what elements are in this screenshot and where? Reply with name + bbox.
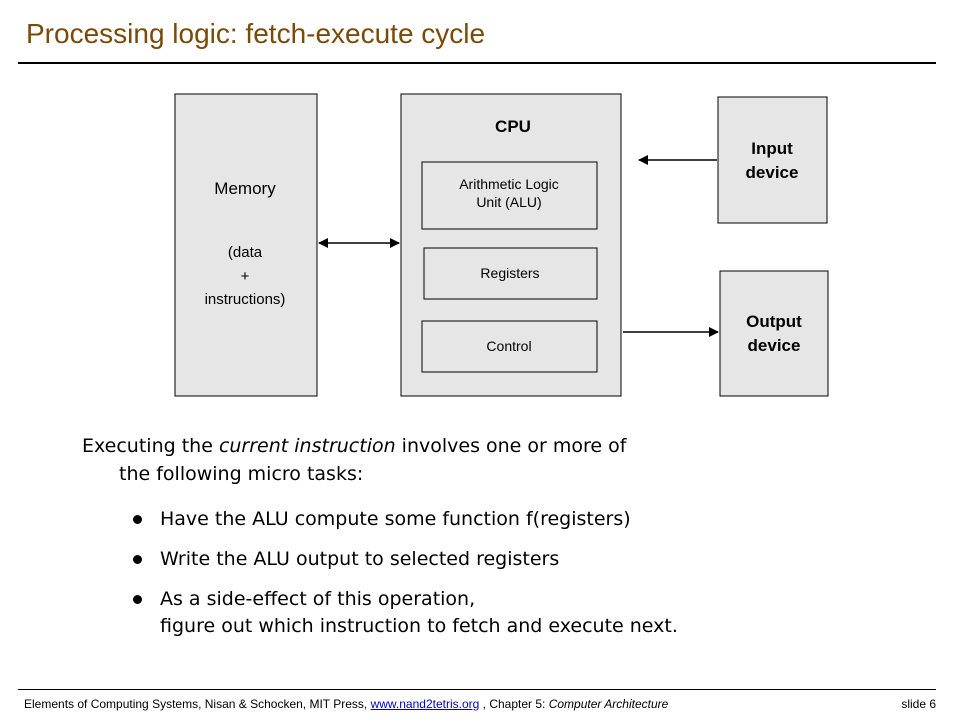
input-label-line2: device	[746, 163, 799, 182]
bullet-icon	[133, 595, 142, 604]
footer-divider	[18, 689, 936, 690]
control-box: Control	[421, 320, 598, 373]
input-label-line1: Input	[751, 139, 793, 158]
micro-tasks-text: Executing the current instruction involv…	[82, 432, 862, 653]
list-item: Have the ALU compute some function f(reg…	[82, 506, 862, 533]
slide-number: slide 6	[901, 697, 936, 711]
list-item-text: Have the ALU compute some function f(reg…	[160, 508, 631, 530]
input-device-box: Input device	[717, 96, 828, 224]
registers-label: Registers	[480, 265, 539, 281]
micro-task-list: Have the ALU compute some function f(reg…	[82, 506, 862, 640]
list-item-text: Write the ALU output to selected registe…	[160, 548, 560, 570]
alu-label-line2: Unit (ALU)	[476, 194, 541, 210]
list-item: Write the ALU output to selected registe…	[82, 546, 862, 573]
output-label-line2: device	[748, 336, 801, 355]
registers-box: Registers	[423, 247, 598, 300]
intro-prefix: Executing the	[82, 435, 219, 457]
footer-prefix: Elements of Computing Systems, Nisan & S…	[24, 697, 371, 711]
list-item-text: As a side-effect of this operation, figu…	[160, 588, 678, 637]
output-label-line1: Output	[746, 312, 802, 331]
cpu-box: CPU Arithmetic Logic Unit (ALU) Register…	[400, 93, 622, 397]
bullet-icon	[133, 555, 142, 564]
intro-suffix: involves one or more of	[395, 435, 627, 457]
memory-title: Memory	[214, 179, 276, 198]
alu-box: Arithmetic Logic Unit (ALU)	[421, 161, 598, 230]
intro-line-2: the following micro tasks:	[119, 463, 364, 485]
footer-citation: Elements of Computing Systems, Nisan & S…	[24, 697, 924, 711]
memory-line-instructions: instructions)	[205, 291, 286, 308]
control-label: Control	[486, 338, 531, 354]
alu-label-line1: Arithmetic Logic	[459, 176, 559, 192]
slide-title: Processing logic: fetch-execute cycle	[26, 18, 486, 49]
footer-separator: , Chapter 5:	[479, 697, 549, 711]
memory-box: Memory (data + instructions)	[174, 93, 318, 397]
bullet-icon	[133, 515, 142, 524]
intro-line: Executing the current instruction involv…	[82, 435, 626, 457]
list-item: As a side-effect of this operation, figu…	[82, 586, 862, 640]
output-device-box: Output device	[719, 270, 829, 397]
memory-line-data: (data	[228, 244, 263, 261]
footer-chapter: Computer Architecture	[548, 697, 669, 711]
title-divider	[18, 62, 936, 64]
memory-line-plus: +	[241, 268, 250, 285]
footer-link[interactable]: www.nand2tetris.org	[370, 697, 480, 711]
cpu-title: CPU	[495, 117, 531, 136]
intro-emphasis: current instruction	[218, 435, 396, 457]
